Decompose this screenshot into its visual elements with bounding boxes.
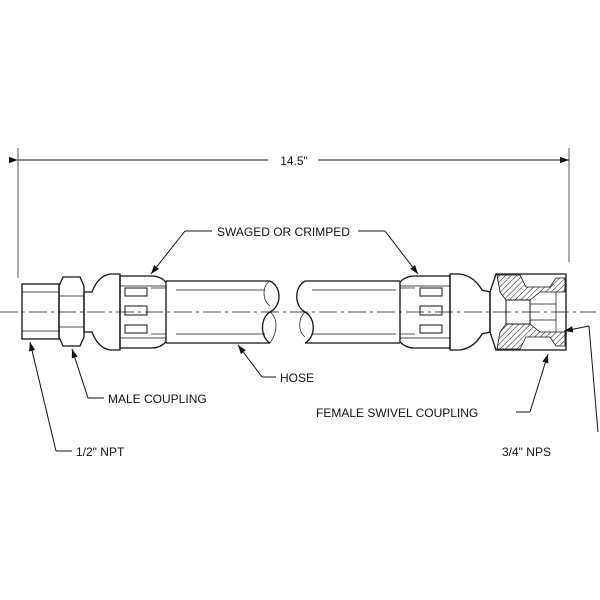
dimension-text-gap: [268, 151, 318, 169]
male-coupling: [21, 273, 167, 351]
male-coupling-label: MALE COUPLING: [108, 392, 207, 406]
female-section-hatch-top: [496, 274, 566, 301]
hose-left-segment: [166, 280, 280, 344]
female-swivel-nut: [489, 273, 567, 351]
leader-lines: [29, 230, 599, 452]
overall-dimension: 14.5": [9, 148, 570, 278]
male-ferrule: [119, 275, 167, 349]
female-swivel-coupling: [399, 273, 567, 351]
male-neck: [83, 273, 121, 351]
female-section-hatch-bottom: [496, 323, 566, 350]
female-swivel-coupling-label: FEMALE SWIVEL COUPLING: [316, 406, 478, 420]
dimension-length-text: 14.5": [280, 154, 308, 168]
hose-label: HOSE: [280, 371, 314, 385]
swaged-or-crimped-label: SWAGED OR CRIMPED: [217, 225, 350, 239]
female-thread-label: 3/4" NPS: [502, 445, 551, 459]
male-thread-label: 1/2" NPT: [76, 445, 125, 459]
hose-right-segment: [296, 280, 400, 344]
male-hex-nut: [58, 276, 85, 347]
